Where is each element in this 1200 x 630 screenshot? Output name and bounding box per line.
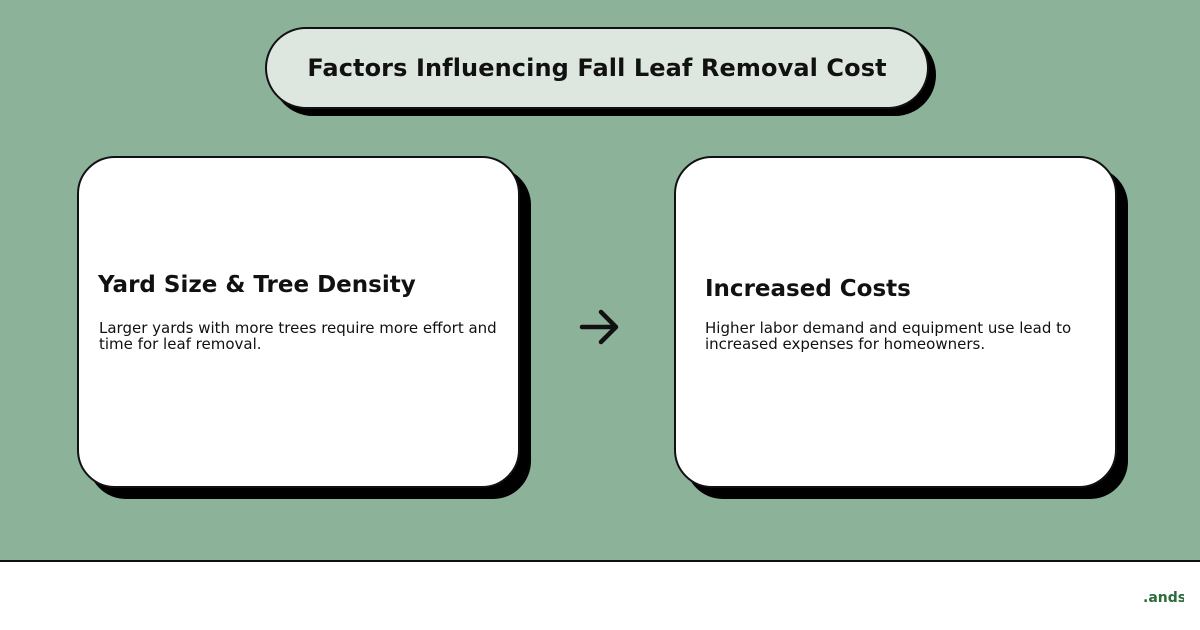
cause-card: Yard Size & Tree Density Larger yards wi… (77, 156, 520, 488)
title-pill: Factors Influencing Fall Leaf Removal Co… (265, 27, 929, 109)
effect-card: Increased Costs Higher labor demand and … (674, 156, 1117, 488)
diagram-board: Factors Influencing Fall Leaf Removal Co… (0, 0, 1200, 562)
diagram-title: Factors Influencing Fall Leaf Removal Co… (307, 54, 887, 82)
cause-card-text: Larger yards with more trees require mor… (99, 319, 497, 353)
brand-logo-text: .andsc (1143, 590, 1184, 606)
effect-card-title: Increased Costs (705, 276, 911, 302)
effect-card-text: Higher labor demand and equipment use le… (705, 319, 1072, 353)
cause-card-title: Yard Size & Tree Density (98, 272, 416, 298)
arrow-right-icon (579, 309, 619, 345)
